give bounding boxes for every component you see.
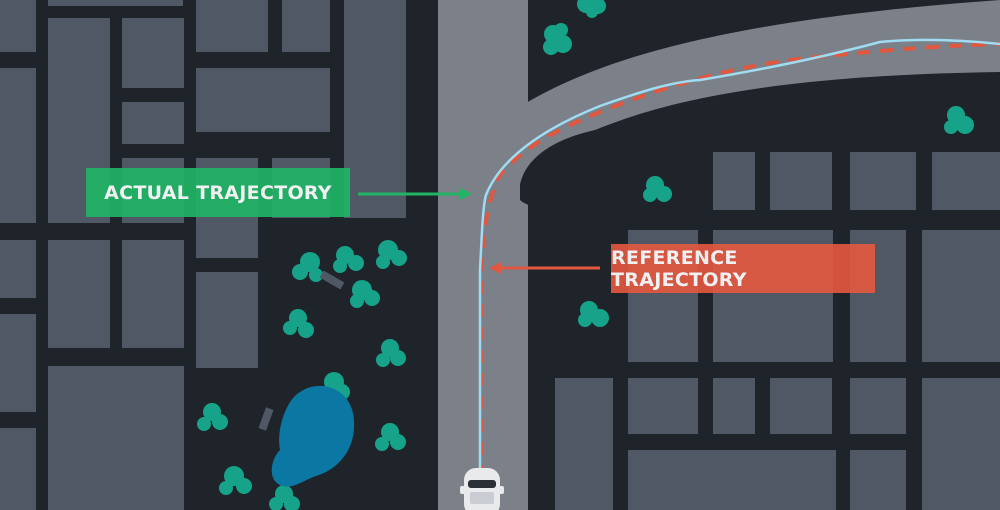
tree-icon (643, 176, 672, 202)
bench (319, 270, 345, 290)
tree-icon (269, 485, 300, 510)
tree-icon (219, 466, 252, 495)
tree-icon (197, 403, 228, 431)
tree-icon (543, 23, 572, 55)
reference-trajectory (479, 42, 1000, 478)
tree-icon (376, 240, 407, 269)
car-icon (460, 468, 504, 510)
road-inner-block (528, 200, 555, 510)
tree-icon (577, 0, 606, 18)
tree-icon (375, 423, 406, 451)
arrow-icon (489, 262, 600, 274)
city-blocks-left (0, 0, 406, 510)
tree-icon (578, 301, 609, 327)
reference-trajectory-label: REFERENCE TRAJECTORY (611, 244, 875, 293)
tree-icon (292, 252, 323, 282)
tree-icon (376, 339, 406, 367)
actual-trajectory (478, 38, 1000, 478)
tree-icon (333, 246, 364, 273)
actual-trajectory-label: ACTUAL TRAJECTORY (86, 168, 350, 217)
arrow-icon (358, 188, 472, 200)
tree-icon (350, 280, 380, 308)
tree-icon (944, 106, 974, 134)
tree-icon (283, 309, 314, 338)
pond-icon (271, 385, 355, 487)
bench (258, 407, 274, 431)
